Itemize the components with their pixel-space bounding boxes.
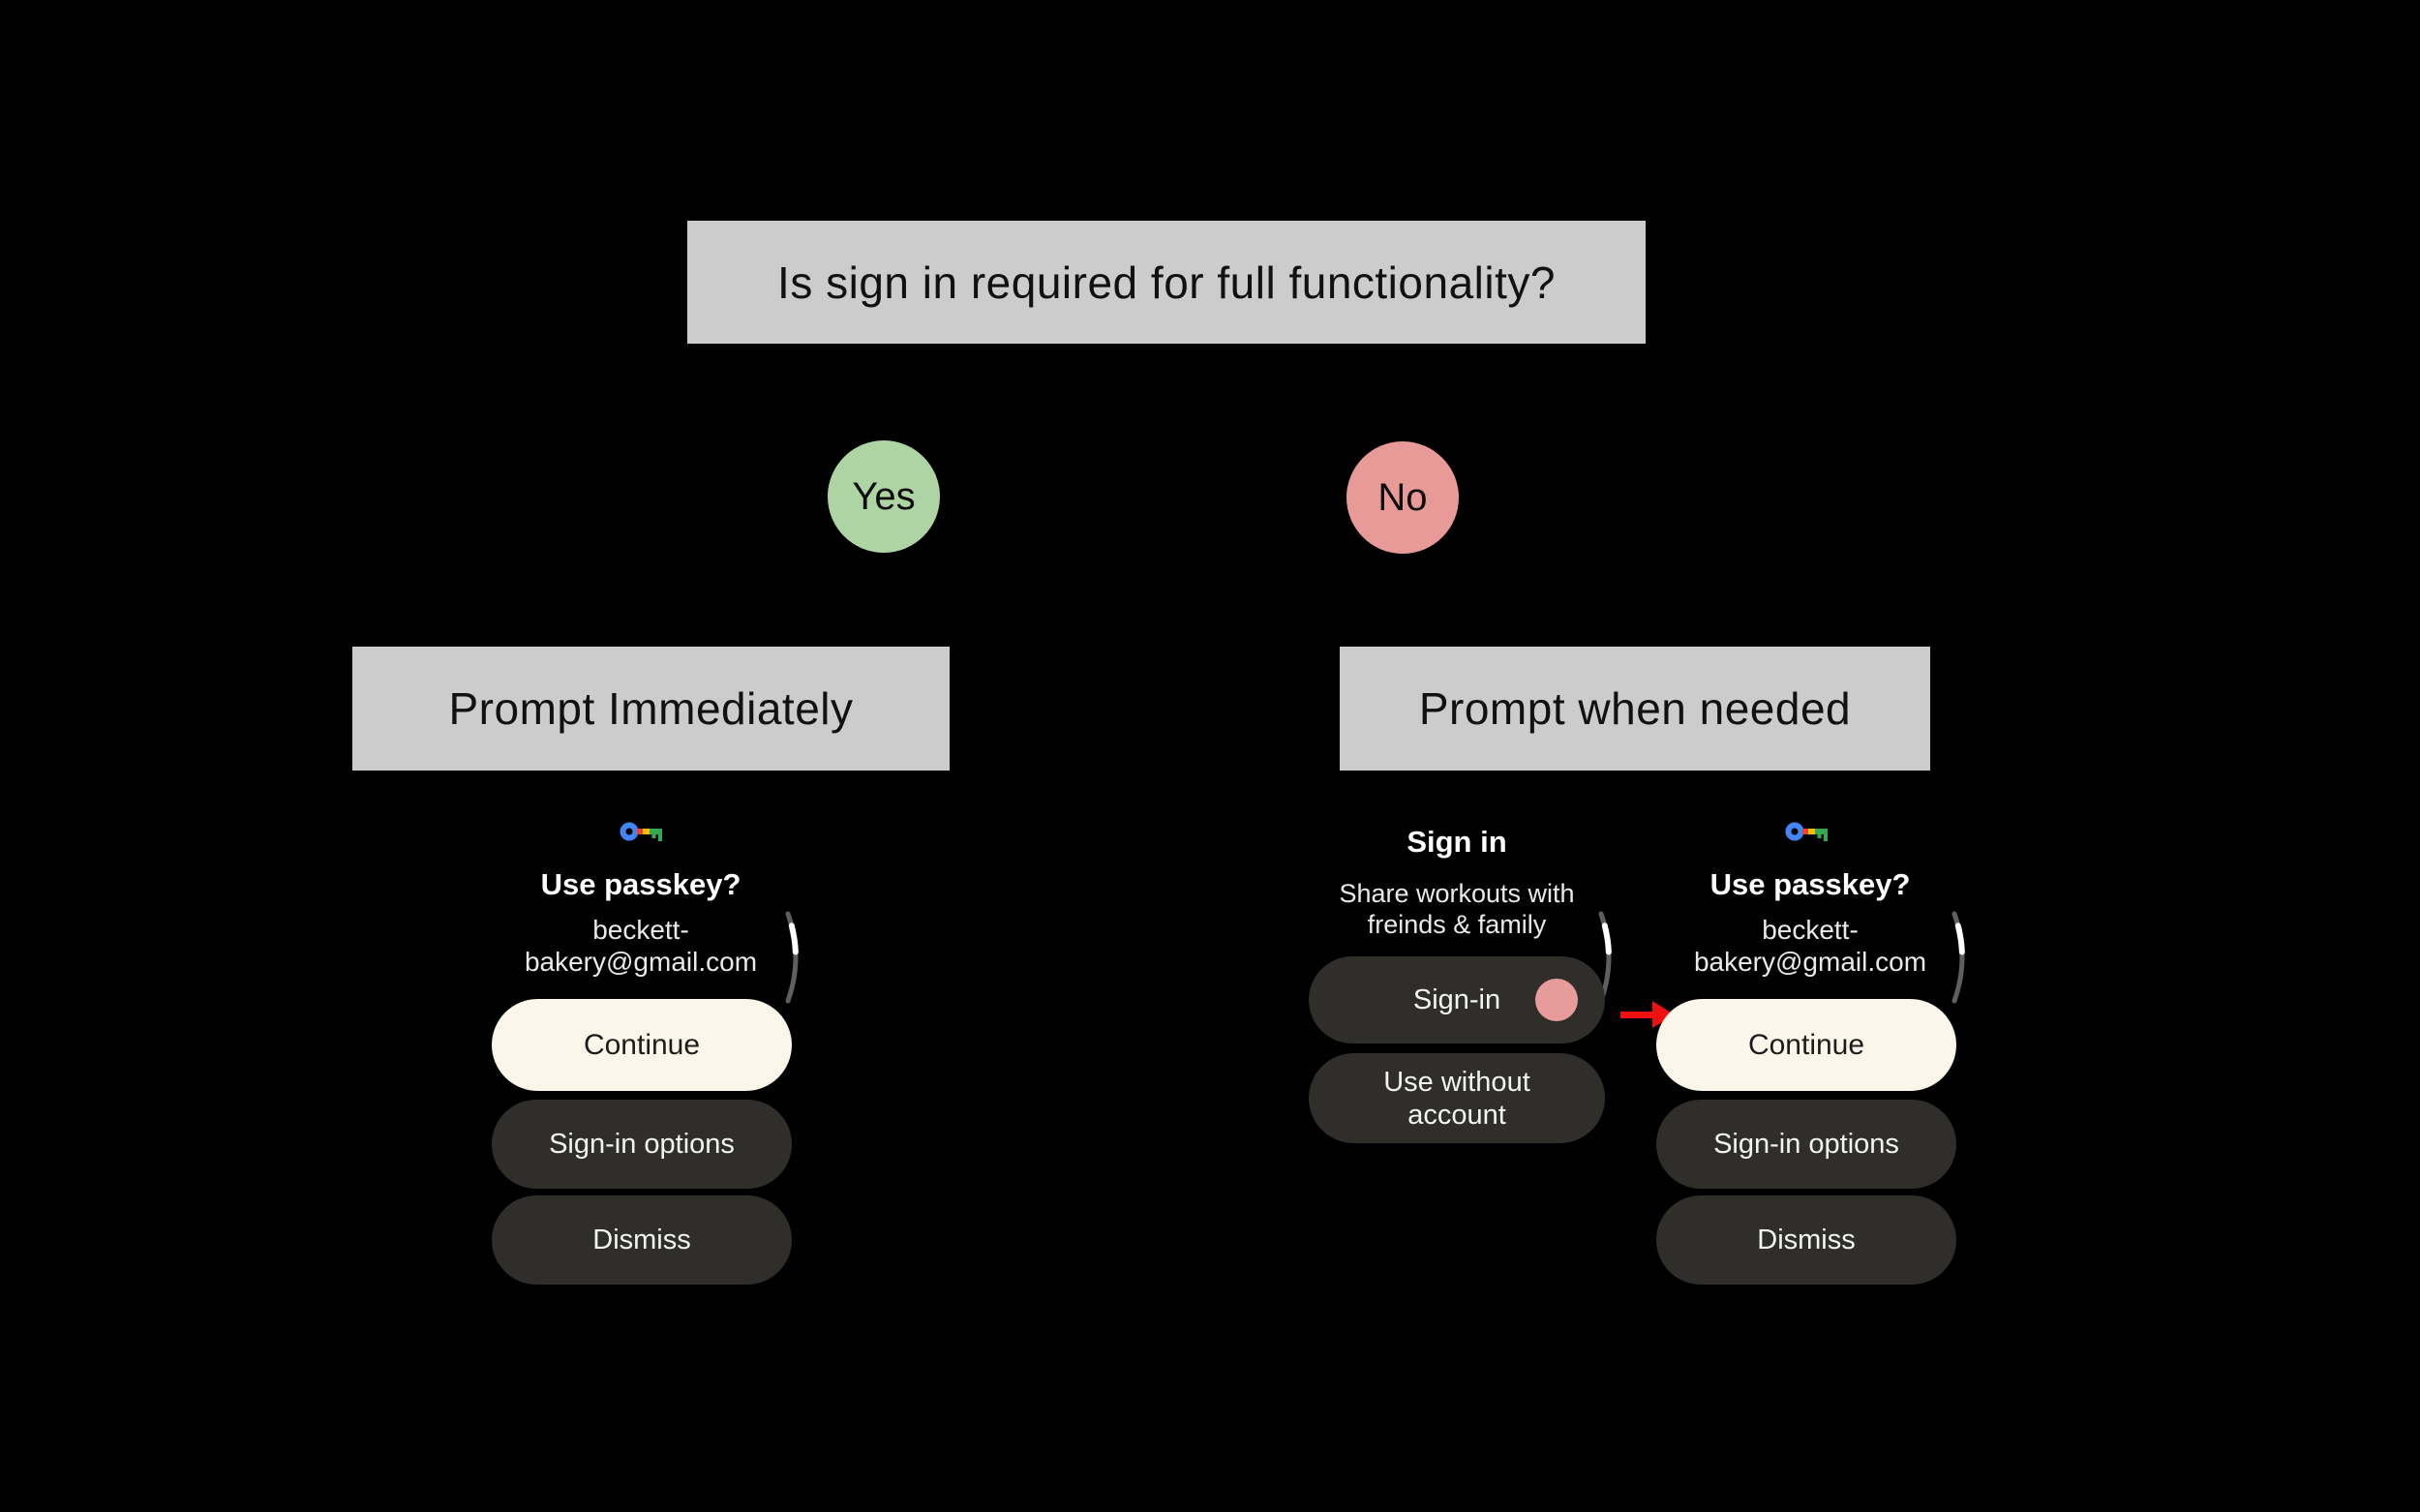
passkey-icon [1785, 821, 1828, 842]
continue-button[interactable]: Continue [492, 999, 792, 1091]
branch-yes-label: Yes [852, 474, 916, 518]
use-without-account-label-line1: Use without [1383, 1066, 1530, 1098]
use-without-account-label-line2: account [1407, 1099, 1506, 1131]
dismiss-button-label: Dismiss [1757, 1225, 1856, 1255]
red-arrow-icon [1620, 998, 1675, 1031]
dismiss-button-label: Dismiss [592, 1225, 691, 1255]
dismiss-button[interactable]: Dismiss [492, 1195, 792, 1285]
sign-in-button-label: Sign-in [1412, 984, 1501, 1015]
account-email-line1: beckett- [1762, 915, 1859, 945]
continue-button[interactable]: Continue [1656, 999, 1956, 1091]
watch-screen-passkey-immediate: Use passkey? beckett- bakery@gmail.com C… [465, 813, 823, 1297]
account-email-line2: bakery@gmail.com [1693, 947, 1927, 977]
sign-in-options-button[interactable]: Sign-in options [1656, 1100, 1956, 1189]
outcome-box-prompt-immediately: Prompt Immediately [352, 647, 950, 771]
account-email-line1: beckett- [592, 915, 689, 945]
scroll-indicator [784, 911, 805, 1004]
sign-in-button[interactable]: Sign-in [1309, 956, 1605, 1043]
tap-indicator-icon [1535, 979, 1578, 1021]
question-box: Is sign in required for full functionali… [687, 221, 1646, 344]
dismiss-button[interactable]: Dismiss [1656, 1195, 1956, 1285]
watch-screen-sign-in: Sign in Share workouts with freinds & fa… [1297, 813, 1626, 1162]
sign-in-subtitle-line1: Share workouts with [1339, 879, 1575, 908]
sign-in-options-button-label: Sign-in options [549, 1129, 735, 1160]
question-label: Is sign in required for full functionali… [777, 257, 1556, 308]
sign-in-subtitle-line2: freinds & family [1367, 910, 1547, 939]
passkey-screen-title: Use passkey? [540, 867, 741, 901]
branch-no-node: No [1346, 441, 1459, 554]
account-email: beckett- bakery@gmail.com [1646, 914, 1975, 978]
outcome-box-prompt-when-needed: Prompt when needed [1340, 647, 1930, 771]
sign-in-screen-title: Sign in [1407, 825, 1507, 859]
outcome-prompt-when-needed-label: Prompt when needed [1418, 683, 1852, 734]
watch-screen-passkey-after-sign-in: Use passkey? beckett- bakery@gmail.com C… [1642, 813, 1979, 1297]
sign-in-options-button-label: Sign-in options [1713, 1129, 1899, 1160]
passkey-icon [620, 821, 662, 842]
branch-no-label: No [1377, 475, 1428, 519]
use-without-account-button[interactable]: Use without account [1309, 1053, 1605, 1143]
outcome-prompt-immediately-label: Prompt Immediately [448, 683, 854, 734]
branch-yes-node: Yes [828, 440, 940, 553]
sign-in-subtitle: Share workouts with freinds & family [1302, 878, 1612, 940]
account-email: beckett- bakery@gmail.com [467, 914, 815, 978]
passkey-screen-title: Use passkey? [1709, 867, 1911, 901]
scroll-indicator [1951, 911, 1972, 1004]
account-email-line2: bakery@gmail.com [524, 947, 758, 977]
continue-button-label: Continue [583, 1028, 701, 1061]
sign-in-options-button[interactable]: Sign-in options [492, 1100, 792, 1189]
continue-button-label: Continue [1747, 1028, 1865, 1061]
